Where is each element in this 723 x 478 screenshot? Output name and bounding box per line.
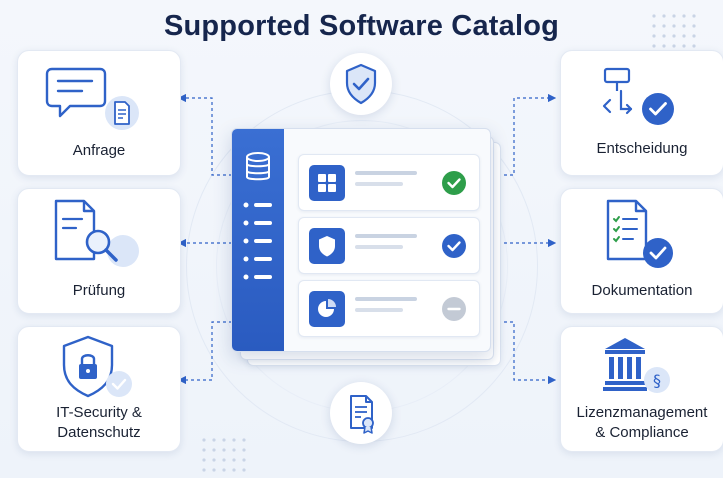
row-text-lines	[355, 297, 417, 312]
connector-anfrage	[177, 93, 232, 176]
card-label: Anfrage	[72, 142, 126, 159]
decision-flow-icon	[602, 67, 674, 125]
card-label: IT-Security &	[56, 404, 142, 421]
catalog-row-security[interactable]	[298, 217, 480, 274]
security-lock-icon	[62, 335, 132, 398]
sidebar-menu[interactable]	[232, 197, 284, 307]
pending-circle-icon	[442, 297, 466, 321]
shield-check-icon	[345, 63, 377, 105]
row-text-lines	[355, 234, 417, 249]
card-label: Prüfung	[72, 282, 126, 299]
card-label: & Compliance	[595, 424, 689, 441]
card-entscheidung[interactable]: Entscheidung	[560, 50, 723, 176]
connector-lizenz	[492, 321, 557, 385]
checklist-document-icon	[606, 199, 673, 268]
card-dokumentation[interactable]: Dokumentation	[560, 188, 723, 314]
courthouse-icon: §	[603, 338, 670, 393]
dot-grid-bottom-left	[202, 438, 246, 472]
card-anfrage[interactable]: Anfrage	[17, 50, 181, 176]
dot-grid-top-right	[652, 14, 696, 48]
card-label: Dokumentation	[591, 282, 693, 299]
card-label: Datenschutz	[57, 424, 141, 441]
svg-text:§: §	[653, 371, 661, 390]
card-label: Entscheidung	[596, 140, 688, 157]
certificate-icon	[350, 395, 374, 434]
shield-icon	[309, 228, 345, 264]
document-search-icon	[54, 199, 139, 267]
connector-security	[177, 321, 232, 385]
catalog-sidebar	[232, 129, 284, 351]
chat-request-icon	[45, 67, 139, 130]
catalog-window	[231, 128, 491, 352]
card-label: Lizenzmanagement	[576, 404, 708, 421]
connector-entscheidung	[492, 93, 557, 176]
card-security[interactable]: IT-Security & Datenschutz	[17, 326, 181, 452]
certificate-badge	[330, 382, 392, 444]
database-icon	[246, 152, 270, 181]
check-circle-icon	[442, 171, 466, 195]
card-lizenz[interactable]: § Lizenzmanagement & Compliance	[560, 326, 723, 452]
shield-badge	[330, 53, 392, 115]
catalog-row-analytics[interactable]	[298, 280, 480, 337]
pie-chart-icon	[309, 291, 345, 327]
card-pruefung[interactable]: Prüfung	[17, 188, 181, 314]
check-circle-icon	[442, 234, 466, 258]
apps-grid-icon	[309, 165, 345, 201]
row-text-lines	[355, 171, 417, 186]
catalog-row-apps[interactable]	[298, 154, 480, 211]
page-title: Supported Software Catalog	[163, 10, 560, 42]
